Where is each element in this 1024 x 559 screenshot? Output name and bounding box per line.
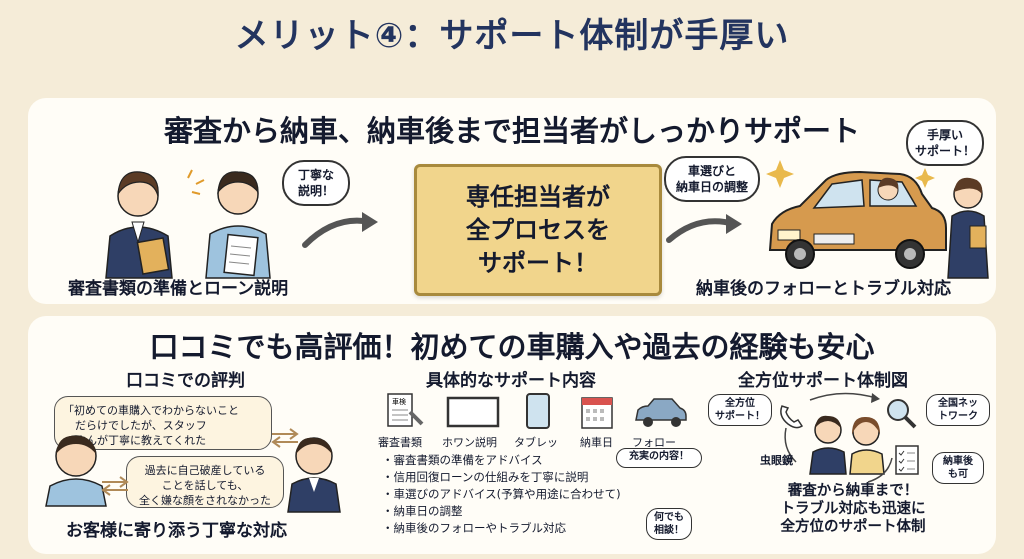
quote-line: 全く嫌な顔をされなかった xyxy=(139,494,271,507)
national-network-bubble: 全国ネッ トワーク xyxy=(926,394,990,426)
bubble-line: サポート！ xyxy=(715,411,765,422)
cycle-arrows-icon xyxy=(784,392,893,483)
support-bullet: ・車選びのアドバイス(予算や用途に合わせて) xyxy=(382,487,621,501)
bubble-line: 全方位 xyxy=(725,398,755,409)
support-bullet: ・信用回復ローンの仕組みを丁寧に説明 xyxy=(382,470,589,484)
generous-support-bubble: 手厚い サポート！ xyxy=(906,120,984,166)
magnifier-label: 虫眼鏡 xyxy=(760,454,793,467)
system-summary: 審査から納車まで！ トラブル対応も迅速に 全方位のサポート体制 xyxy=(748,482,958,536)
quote-line: ことを話しても、 xyxy=(161,479,249,492)
bubble-line: 車選びと xyxy=(687,164,736,178)
quote-line: 「初めての車購入でわからないこと xyxy=(63,404,239,417)
reviews-caption: お客様に寄り添う丁寧な対応 xyxy=(66,521,287,541)
system-title: 全方位サポート体制図 xyxy=(738,371,908,391)
all-round-support-bubble: 全方位 サポート！ xyxy=(708,394,772,426)
support-bullet: ・納車日の調整 xyxy=(382,504,463,518)
reviews-heading: 口コミでも高評価！初めての車購入や過去の経験も安心 xyxy=(149,330,875,364)
bubble-line: 丁寧な xyxy=(297,168,334,182)
icon-label-documents: 審査書類 xyxy=(378,436,422,449)
phone-icon xyxy=(780,405,804,429)
bubble-line: 全国ネッ xyxy=(938,398,978,409)
quote-line: さんが丁寧に教えてくれた xyxy=(75,434,207,447)
reviews-panel: 口コミでも高評価！初めての車購入や過去の経験も安心 口コミでの評判 「初めての車… xyxy=(28,316,996,554)
bubble-line: 手厚い xyxy=(926,128,963,142)
center-box-line: 全プロセスを xyxy=(466,215,610,244)
magnifier-icon xyxy=(887,399,917,429)
staff-avatar xyxy=(287,437,341,513)
arrow-icon xyxy=(666,214,742,243)
center-box-line: 専任担当者が xyxy=(466,182,610,211)
right-caption: 納車後のフォローとトラブル対応 xyxy=(696,279,951,299)
reviews-title: 口コミでの評判 xyxy=(126,371,245,391)
support-title: 具体的なサポート内容 xyxy=(426,371,596,391)
review-quote-2: 過去に自己破産している ことを話しても、 全く嫌な顔をされなかった xyxy=(126,456,284,508)
bubble-line: 何でも xyxy=(654,512,684,523)
bubble-line: 相談！ xyxy=(654,525,684,536)
after-delivery-bubble: 納車後 も可 xyxy=(932,452,984,484)
rich-content-bubble: 充実の内容！ xyxy=(616,448,702,468)
summary-line: 全方位のサポート体制 xyxy=(780,519,926,535)
calendar-icon xyxy=(581,397,613,429)
center-box-line: サポート！ xyxy=(478,248,598,277)
support-flow-panel: 審査から納車、納車後まで担当者がしっかりサポート 丁寧な 説明！ 審査書類の準備… xyxy=(28,98,996,304)
support-bullet: ・納車後のフォローやトラブル対応 xyxy=(382,521,566,535)
support-flow-heading: 審査から納車、納車後まで担当者がしっかりサポート xyxy=(163,114,860,148)
icon-label-follow: フォロー xyxy=(632,436,676,449)
quote-line: だらけでしたが、スタッフ xyxy=(75,419,207,432)
summary-line: 審査から納車まで！ xyxy=(787,483,919,499)
support-staff-illustration xyxy=(809,415,885,475)
document-icon: 車検 xyxy=(387,393,424,427)
bubble-line: サポート！ xyxy=(914,144,975,158)
bubble-line: トワーク xyxy=(938,411,978,422)
icon-label-tablet: タブレッ xyxy=(514,436,558,449)
icon-label-delivery-date: 納車日 xyxy=(580,436,613,449)
car-selection-bubble: 車選びと 納車日の調整 xyxy=(664,156,760,202)
careful-explanation-bubble: 丁寧な 説明！ xyxy=(282,160,350,206)
svg-text:車検: 車検 xyxy=(392,397,406,406)
whiteboard-icon xyxy=(446,396,500,428)
customer-avatar xyxy=(45,435,107,507)
exchange-arrows-icon xyxy=(101,476,129,496)
left-caption: 審査書類の準備とローン説明 xyxy=(68,279,289,299)
page-title: メリット④：サポート体制が手厚い xyxy=(234,16,790,56)
summary-line: トラブル対応も迅速に xyxy=(780,501,926,517)
car-delivery-illustration xyxy=(766,160,989,279)
bubble-line: 納車後 xyxy=(943,456,973,467)
car-icon xyxy=(635,398,687,427)
support-bullet: ・審査書類の準備をアドバイス xyxy=(382,453,543,467)
consult-anything-bubble: 何でも 相談！ xyxy=(646,508,692,540)
checklist-icon xyxy=(895,445,919,475)
exchange-arrows-icon xyxy=(271,428,299,448)
tablet-icon xyxy=(526,393,550,429)
quote-line: 過去に自己破産している xyxy=(144,464,266,477)
dedicated-staff-box: 専任担当者が 全プロセスを サポート！ xyxy=(414,164,662,296)
bubble-line: 説明！ xyxy=(297,184,334,198)
bubble-line: も可 xyxy=(948,469,968,480)
arrow-icon xyxy=(302,212,378,248)
bubble-line: 納車日の調整 xyxy=(675,180,748,194)
staff-explaining-illustration xyxy=(105,169,271,279)
icon-label-whiteboard: ホワン説明 xyxy=(442,436,497,449)
